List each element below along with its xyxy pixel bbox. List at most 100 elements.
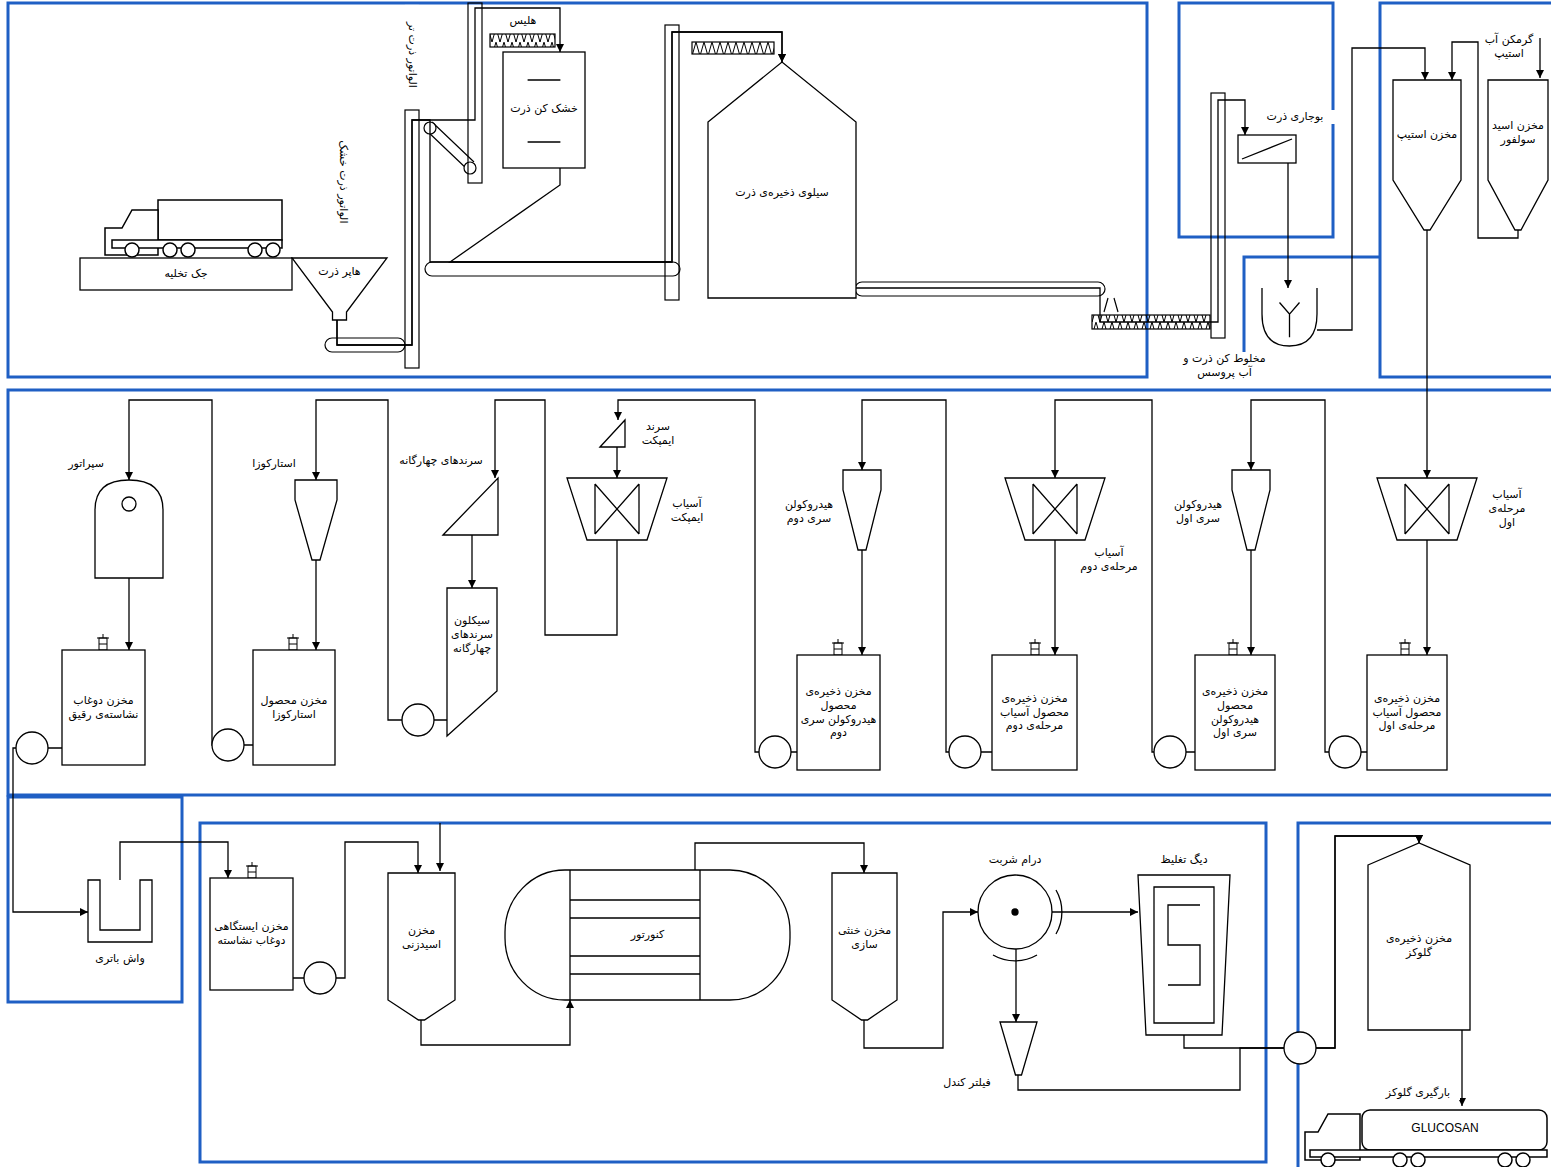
elevator-label: الواتور ذرت تر <box>405 5 419 105</box>
equipment-name: مخزن ذخیره‌ی گلوکز <box>1372 932 1466 960</box>
equipment-outline <box>1262 288 1317 346</box>
glucose-tanker <box>1305 1110 1547 1167</box>
platform-box: جک تخلیه <box>80 258 292 290</box>
equipment-name: مخزن استیپ <box>1395 128 1459 142</box>
equipment-name: هاپر ذرت <box>302 265 377 279</box>
equipment-name: مخزن ذخیره‌ی محصول هیدروکولن سری دوم <box>800 685 877 740</box>
equipment-label: مخلوط کن ذرت و آب پروسس <box>1177 352 1272 380</box>
equipment-label: سرندهای چهارگانه <box>395 454 487 468</box>
mixer: مخلوط کن ذرت و آب پروسس <box>1262 288 1317 346</box>
equipment-name: مخزن دوغاب نشاسته‌ی رقیق <box>65 694 142 722</box>
part-label: گرمکن آب استیپ <box>1484 33 1534 61</box>
flow-line <box>1426 230 1427 478</box>
pump-symbols <box>16 704 1361 1064</box>
equipment-outline <box>843 470 881 550</box>
flow-line <box>13 748 88 912</box>
flow-line <box>1287 163 1288 288</box>
storage-tank: مخزن اسید سولفور <box>1488 80 1548 230</box>
equipment-outline <box>1232 470 1270 550</box>
equipment-outline <box>1138 875 1230 1035</box>
hydrocyclone: استارکوزا <box>295 480 337 560</box>
equipment-outline <box>88 880 152 942</box>
silo: سیلوی ذخیره‌ی ذرت <box>708 62 856 298</box>
flow-line <box>120 842 228 880</box>
equipment-name: مخزن خنثی سازی <box>834 924 895 952</box>
screen: سرندهای چهارگانه <box>443 478 498 535</box>
equipment-name: مخزن محصول استارکوزا <box>256 694 332 722</box>
storage-tank: مخزن ذخیره‌ی محصول آسیاب مرحله‌ی دوم <box>992 655 1077 770</box>
flow-line <box>1015 949 1016 1022</box>
equipment-outline <box>978 875 1052 949</box>
equipment-name: مخزن ذخیره‌ی محصول آسیاب مرحله‌ی دوم <box>995 692 1074 733</box>
equipment-outline <box>1005 478 1105 540</box>
equipment-name: جک تخلیه <box>80 267 292 281</box>
part-label: بارگیری گلوکز <box>1376 1086 1460 1100</box>
mill: آسیاب مرحله‌ی اول <box>1377 478 1477 540</box>
hydrocyclone: هیدروکولن سری اول <box>1232 470 1270 550</box>
separator: سپراتور <box>95 480 163 578</box>
delivery-truck <box>105 200 282 257</box>
feed-lines <box>440 38 1540 1106</box>
equipment-label: آسیاب مرحله‌ی اول <box>1481 488 1533 529</box>
equipment-label: استارکوزا <box>243 457 305 471</box>
wash-battery: واش باتری <box>88 880 152 942</box>
equipment-outline <box>567 478 667 540</box>
equipment-outline <box>1377 478 1477 540</box>
flow-line <box>471 535 472 588</box>
evaporator: دیگ تغلیظ <box>1138 875 1230 1035</box>
candle-filter: فیلتر کندل <box>1000 1022 1037 1075</box>
storage-tank: مخزن استیپ <box>1393 80 1461 230</box>
flow-line <box>128 578 129 650</box>
section-frames <box>8 3 1551 1167</box>
equipment-name: سیکلون سرندهای چهارگانه <box>448 614 496 655</box>
equipment-outline <box>708 62 856 298</box>
equipment-outline <box>1488 80 1548 230</box>
equipment-name: مخزن ایستگاهی دوغاب نشاسته <box>213 920 290 948</box>
equipment-outline <box>1000 1022 1037 1075</box>
equipment-outline <box>1238 135 1296 163</box>
equipment-label: فیلتر کندل <box>936 1076 998 1090</box>
equipment-label: دیگ تغلیظ <box>1146 853 1222 867</box>
cyclone: سیکلون سرندهای چهارگانه <box>447 588 497 736</box>
equipment-outline <box>443 478 498 535</box>
equipment-name: مخزن ذخیره‌ی محصول هیدروکولن سری اول <box>1198 685 1272 740</box>
flow-line <box>618 400 797 752</box>
equipment-label: هیدروکولن سری اول <box>1168 498 1228 526</box>
equipment-outline <box>1393 80 1461 230</box>
storage-tank: مخزن خنثی سازی <box>832 873 897 1020</box>
screen: سرند ایمپکت <box>600 420 625 447</box>
flow-line <box>862 400 992 752</box>
flow-line <box>1018 836 1419 1090</box>
flow-line <box>861 550 862 655</box>
flow-line <box>695 843 864 873</box>
mill: آسیاب ایمپکت <box>567 478 667 540</box>
equipment-label: سپراتور <box>57 457 115 471</box>
tanker-marking: GLUCOSAN <box>1395 1121 1495 1136</box>
storage-tank: مخزن ذخیره‌ی محصول هیدروکولن سری اول <box>1195 655 1275 770</box>
storage-tank: مخزن ذخیره‌ی محصول آسیاب مرحله‌ی اول <box>1367 655 1447 770</box>
equipment-name: مخزن اسید سولفور <box>1489 119 1547 147</box>
equipment-name: خشک کن ذرت <box>505 102 583 116</box>
flow-line <box>1054 540 1055 655</box>
dryer: خشک کن ذرت <box>503 52 585 168</box>
flow-line <box>315 560 316 650</box>
drum-filter: درام شربت <box>978 875 1052 949</box>
equipment-label: بوجاری ذرت <box>1254 110 1336 124</box>
equipment-outline <box>95 480 163 578</box>
equipment-label: واش باتری <box>82 952 158 966</box>
converter: کنورتور <box>505 870 790 1000</box>
storage-tank: مخزن محصول استارکوزا <box>253 650 335 765</box>
flow-line <box>856 100 1245 322</box>
storage-tank: مخزن ذخیره‌ی محصول هیدروکولن سری دوم <box>797 655 880 770</box>
flow-line <box>1250 550 1251 655</box>
hopper: هاپر ذرت <box>292 258 387 320</box>
equipment-name: مخزن اسیدزنی <box>390 924 453 952</box>
flow-line <box>1426 540 1427 655</box>
conveyors <box>325 3 1225 368</box>
equipment-name: مخزن ذخیره‌ی محصول آسیاب مرحله‌ی اول <box>1370 692 1444 733</box>
mill: آسیاب مرحله‌ی دوم <box>1005 478 1105 540</box>
equipment-label: هیدروکولن سری دوم <box>779 498 839 526</box>
equipment-outline <box>447 588 497 736</box>
equipment-label: سرند ایمپکت <box>630 420 686 448</box>
hydrocyclone: هیدروکولن سری دوم <box>843 470 881 550</box>
